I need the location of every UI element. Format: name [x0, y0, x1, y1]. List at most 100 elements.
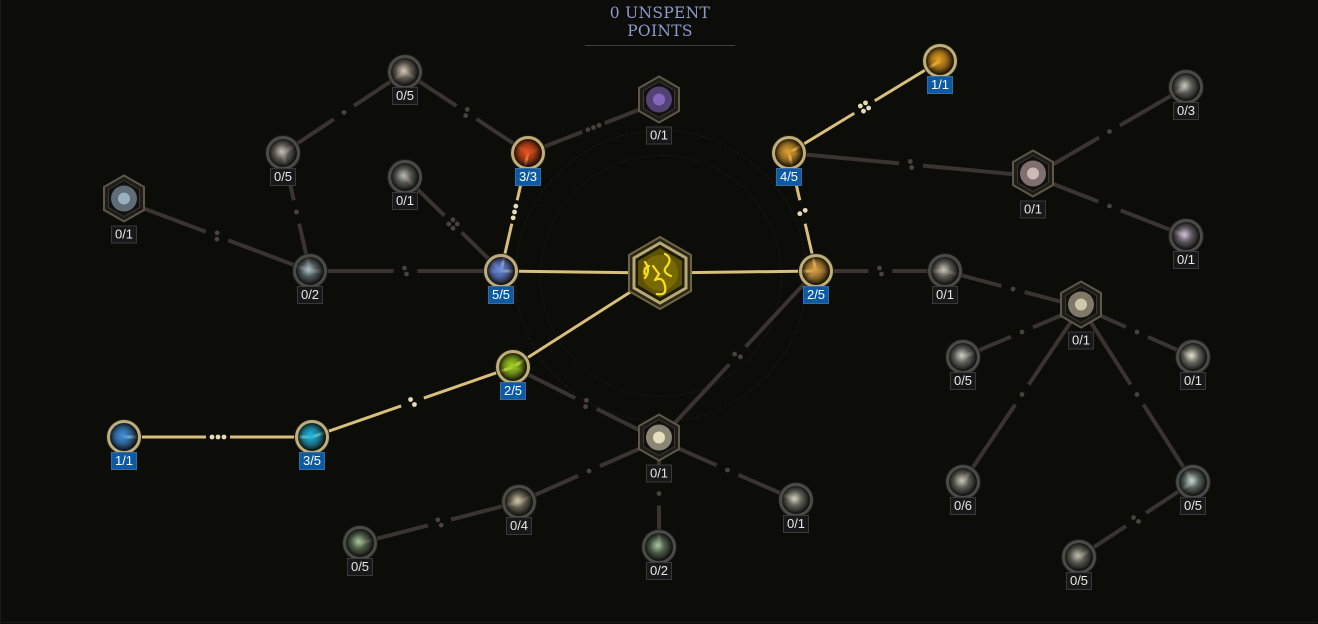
skill-node-paw-print[interactable]: 0/2 — [642, 530, 676, 580]
rank-badge: 0/1 — [110, 225, 138, 244]
rank-badge: 0/1 — [1172, 251, 1200, 269]
fire-orb-icon — [511, 136, 545, 170]
golden-rune-icon — [628, 235, 692, 311]
scales-icon — [772, 136, 806, 170]
skill-node-frost-lightning[interactable]: 0/1 — [102, 174, 146, 244]
rank-badge: 0/1 — [1179, 372, 1207, 390]
skill-node-feather-wing[interactable]: 0/3 — [1169, 70, 1203, 120]
skill-node-compass-rune[interactable]: 0/4 — [502, 485, 536, 535]
rank-badge: 0/5 — [1065, 572, 1093, 590]
healing-hands-icon — [496, 350, 530, 384]
rank-badge: 0/5 — [1179, 497, 1207, 515]
rank-badge: 0/5 — [269, 168, 297, 186]
rising-arrows-icon — [266, 136, 300, 170]
golden-flower-icon — [923, 44, 957, 78]
rank-badge: 0/1 — [782, 515, 810, 533]
rank-badge: 0/1 — [645, 464, 673, 483]
skill-node-crouching-figure[interactable]: 0/1 — [1011, 149, 1055, 219]
skill-node-beast[interactable]: 0/1 — [779, 483, 813, 533]
skill-link — [281, 70, 407, 155]
skill-link — [311, 365, 514, 439]
rank-badge: 1/1 — [926, 76, 954, 94]
rank-badge: 0/5 — [391, 87, 419, 105]
rank-badge: 0/1 — [931, 286, 959, 304]
armor-icon — [946, 340, 980, 374]
rank-badge: 0/3 — [1172, 102, 1200, 120]
skill-node-golden-flower[interactable]: 1/1 — [923, 44, 957, 94]
skill-link — [816, 265, 945, 277]
rank-badge: 4/5 — [775, 168, 803, 186]
skill-node-pedestal[interactable]: 0/1 — [928, 254, 962, 304]
unspent-points-counter: 0 UNSPENT POINTS — [585, 4, 735, 46]
skill-node-rising-arrows[interactable]: 0/5 — [266, 136, 300, 186]
rank-badge: 0/5 — [346, 558, 374, 576]
rank-badge: 2/5 — [499, 382, 527, 400]
frost-lightning-icon — [103, 174, 145, 223]
core-sigil-node[interactable] — [625, 235, 695, 311]
rank-badge: 3/3 — [514, 168, 542, 186]
rank-badge: 0/5 — [949, 372, 977, 390]
totem-icon — [1062, 540, 1096, 574]
glowing-orb-icon — [1176, 465, 1210, 499]
skill-node-golden-shield[interactable]: 2/5 — [799, 254, 833, 304]
skill-link — [124, 434, 312, 440]
skill-link — [788, 59, 941, 155]
paw-print-icon — [642, 530, 676, 564]
skill-link — [1032, 174, 1187, 238]
skill-link — [123, 199, 311, 273]
decorative-ring-inner — [540, 155, 782, 397]
skill-node-holy-cross[interactable]: 0/1 — [637, 413, 681, 483]
feather-wing-icon — [1169, 70, 1203, 104]
skill-link — [403, 70, 530, 155]
rank-badge: 2/5 — [802, 286, 830, 304]
skill-node-healing-hands[interactable]: 2/5 — [496, 350, 530, 400]
crouching-figure-icon — [1012, 149, 1054, 198]
skill-node-glowing-orb[interactable]: 0/5 — [1176, 465, 1210, 515]
skill-node-spore-cluster[interactable]: 0/5 — [343, 526, 377, 576]
rank-badge: 0/1 — [645, 126, 673, 145]
skill-node-scales[interactable]: 4/5 — [772, 136, 806, 186]
flame-icon — [388, 55, 422, 89]
rank-badge: 0/6 — [949, 497, 977, 515]
skill-node-storm-eye[interactable]: 0/6 — [946, 465, 980, 515]
golden-shield-icon — [799, 254, 833, 288]
compass-rune-icon — [502, 485, 536, 519]
rank-badge: 0/1 — [1067, 331, 1095, 350]
rank-badge: 5/5 — [487, 286, 515, 304]
storm-eye-icon — [946, 465, 980, 499]
spore-cluster-icon — [343, 526, 377, 560]
swirl-icon — [293, 254, 327, 288]
mana-drops-icon — [107, 420, 141, 454]
skill-node-shadow-splash[interactable]: 0/1 — [1169, 219, 1203, 269]
rank-badge: 0/2 — [296, 286, 324, 304]
rank-badge: 0/2 — [645, 562, 673, 580]
pedestal-icon — [928, 254, 962, 288]
skill-node-fire-orb[interactable]: 3/3 — [511, 136, 545, 186]
skill-node-void-sigil[interactable]: 0/1 — [637, 75, 681, 145]
skill-node-clawed-hand[interactable]: 0/1 — [388, 160, 422, 210]
spell-burst-icon — [484, 254, 518, 288]
rank-badge: 3/5 — [298, 452, 326, 470]
skill-link — [310, 265, 501, 277]
skill-node-armor[interactable]: 0/5 — [946, 340, 980, 390]
holy-cross-icon — [638, 413, 680, 462]
skill-node-target-reticle[interactable]: 0/1 — [1059, 280, 1103, 350]
skill-link — [359, 500, 520, 545]
skill-node-swirl[interactable]: 0/2 — [293, 254, 327, 304]
skill-node-flame[interactable]: 0/5 — [388, 55, 422, 105]
skill-node-slash[interactable]: 0/1 — [1176, 340, 1210, 390]
skill-node-mana-drops[interactable]: 1/1 — [107, 420, 141, 470]
rank-badge: 0/4 — [505, 517, 533, 535]
slash-icon — [1176, 340, 1210, 374]
skill-node-blue-clover[interactable]: 3/5 — [295, 420, 329, 470]
clawed-hand-icon — [388, 160, 422, 194]
shadow-splash-icon — [1169, 219, 1203, 253]
beast-icon — [779, 483, 813, 517]
rank-badge: 1/1 — [110, 452, 138, 470]
skill-node-spell-burst[interactable]: 5/5 — [484, 254, 518, 304]
skill-node-totem[interactable]: 0/5 — [1062, 540, 1096, 590]
blue-clover-icon — [295, 420, 329, 454]
rank-badge: 0/1 — [391, 192, 419, 210]
skill-link — [1031, 85, 1188, 178]
